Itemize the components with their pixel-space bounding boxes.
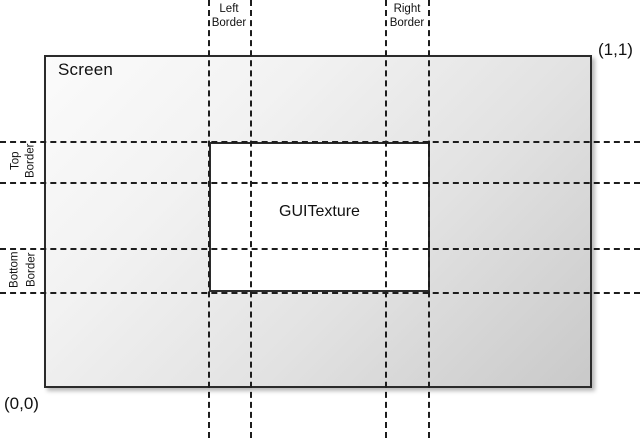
- right-border-annotation-line1: Right: [393, 3, 421, 15]
- screen-label: Screen: [58, 60, 114, 79]
- bottom-border-annotation: Bottom: [8, 237, 22, 303]
- top-border-annotation: Top: [9, 131, 23, 191]
- left-border-annotation-line2: Border: [211, 16, 247, 29]
- right-border-annotation-line2: Border: [389, 16, 425, 29]
- bottom-border-inner-guide-line: [0, 248, 640, 250]
- left-border-annotation: Left Border: [199, 3, 259, 30]
- right-border-annotation: Right Border: [377, 3, 437, 30]
- top-border-inner-guide-line: [0, 182, 640, 184]
- top-right-coordinate-label: (1,1): [598, 40, 633, 59]
- bottom-border-outer-guide-line: [0, 292, 640, 294]
- bottom-border-annotation-secondary: Border: [25, 237, 39, 303]
- guitexture-rectangle: [209, 142, 430, 292]
- bottom-border-annotation-line2: Border: [25, 252, 38, 288]
- left-border-inner-guide-line: [250, 0, 252, 438]
- bottom-border-annotation-line1: Bottom: [8, 251, 21, 288]
- top-border-annotation-secondary: Border: [24, 131, 38, 191]
- right-border-outer-guide-line: [428, 0, 430, 438]
- left-border-annotation-line1: Left: [219, 3, 239, 15]
- guitexture-label: GUITexture: [279, 203, 360, 220]
- top-border-annotation-line2: Border: [24, 143, 37, 179]
- top-border-outer-guide-line: [0, 141, 640, 143]
- right-border-inner-guide-line: [385, 0, 387, 438]
- bottom-left-coordinate-label: (0,0): [4, 394, 39, 413]
- left-border-outer-guide-line: [208, 0, 210, 438]
- top-border-annotation-line1: Top: [9, 151, 22, 171]
